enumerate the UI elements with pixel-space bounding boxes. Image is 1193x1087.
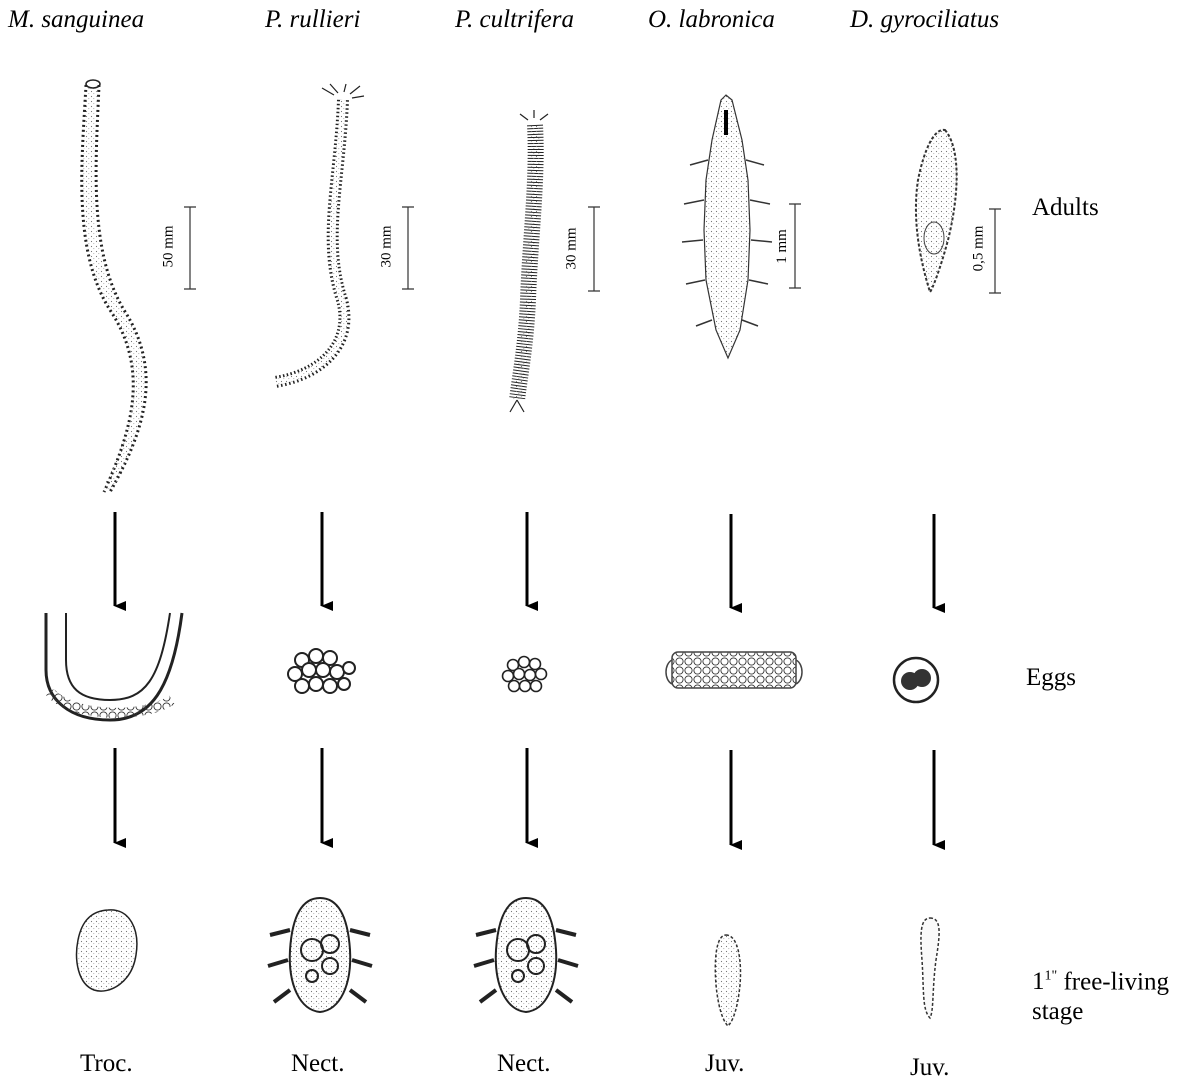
p-cultrifera-egg-mass	[503, 657, 547, 692]
species-title-p-rullieri: P. rullieri	[265, 6, 360, 34]
p-rullieri-egg-mass	[288, 649, 355, 693]
o-labronica-juvenile-drawing	[715, 935, 740, 1026]
o-labronica-adult-drawing	[682, 95, 772, 358]
d-gyrociliatus-adult-drawing	[916, 130, 957, 292]
scale-label-o-labronica: 1 mm	[774, 229, 791, 264]
trochophore-drawing	[77, 910, 137, 991]
m-sanguinea-adult-drawing	[82, 80, 146, 492]
d-gyrociliatus-juvenile-drawing	[921, 918, 939, 1018]
stage-label-p-cultrifera: Nect.	[497, 1050, 550, 1078]
row-label-first-stage-number: 11"	[1032, 968, 1057, 995]
stage-label-p-rullieri: Nect.	[291, 1050, 344, 1078]
stage-label-m-sanguinea: Troc.	[80, 1050, 133, 1078]
nectochaete-drawing-1	[268, 898, 372, 1012]
row-label-adults: Adults	[1032, 194, 1099, 222]
species-title-d-gyrociliatus: D. gyrociliatus	[850, 6, 999, 34]
row-label-eggs: Eggs	[1026, 664, 1076, 692]
row-label-first-stage-line2: stage	[1032, 998, 1083, 1025]
p-cultrifera-adult-drawing	[510, 110, 548, 412]
species-title-p-cultrifera: P. cultrifera	[455, 6, 574, 34]
p-rullieri-adult-drawing	[275, 84, 364, 382]
row-label-first-stage-line1: free-living	[1057, 968, 1169, 995]
stage-label-o-labronica: Juv.	[705, 1050, 744, 1078]
scale-bars	[184, 204, 1001, 293]
m-sanguinea-egg-drawing	[46, 613, 182, 720]
arrows-adults-to-eggs	[115, 512, 934, 608]
species-title-o-labronica: O. labronica	[648, 6, 775, 34]
arrows-eggs-to-first-stage	[115, 748, 934, 845]
nectochaete-drawing-2	[474, 898, 578, 1012]
row-label-first-stage: 11" free-living stage	[1032, 962, 1169, 1027]
o-labronica-egg-cocoon	[666, 652, 802, 688]
scale-label-m-sanguinea: 50 mm	[161, 225, 178, 267]
scale-label-p-cultrifera: 30 mm	[564, 227, 581, 269]
scale-label-d-gyrociliatus: 0,5 mm	[970, 226, 987, 272]
species-title-m-sanguinea: M. sanguinea	[8, 6, 144, 34]
d-gyrociliatus-egg-drawing	[894, 658, 938, 702]
scale-label-p-rullieri: 30 mm	[379, 225, 396, 267]
stage-label-d-gyrociliatus: Juv.	[910, 1054, 949, 1082]
